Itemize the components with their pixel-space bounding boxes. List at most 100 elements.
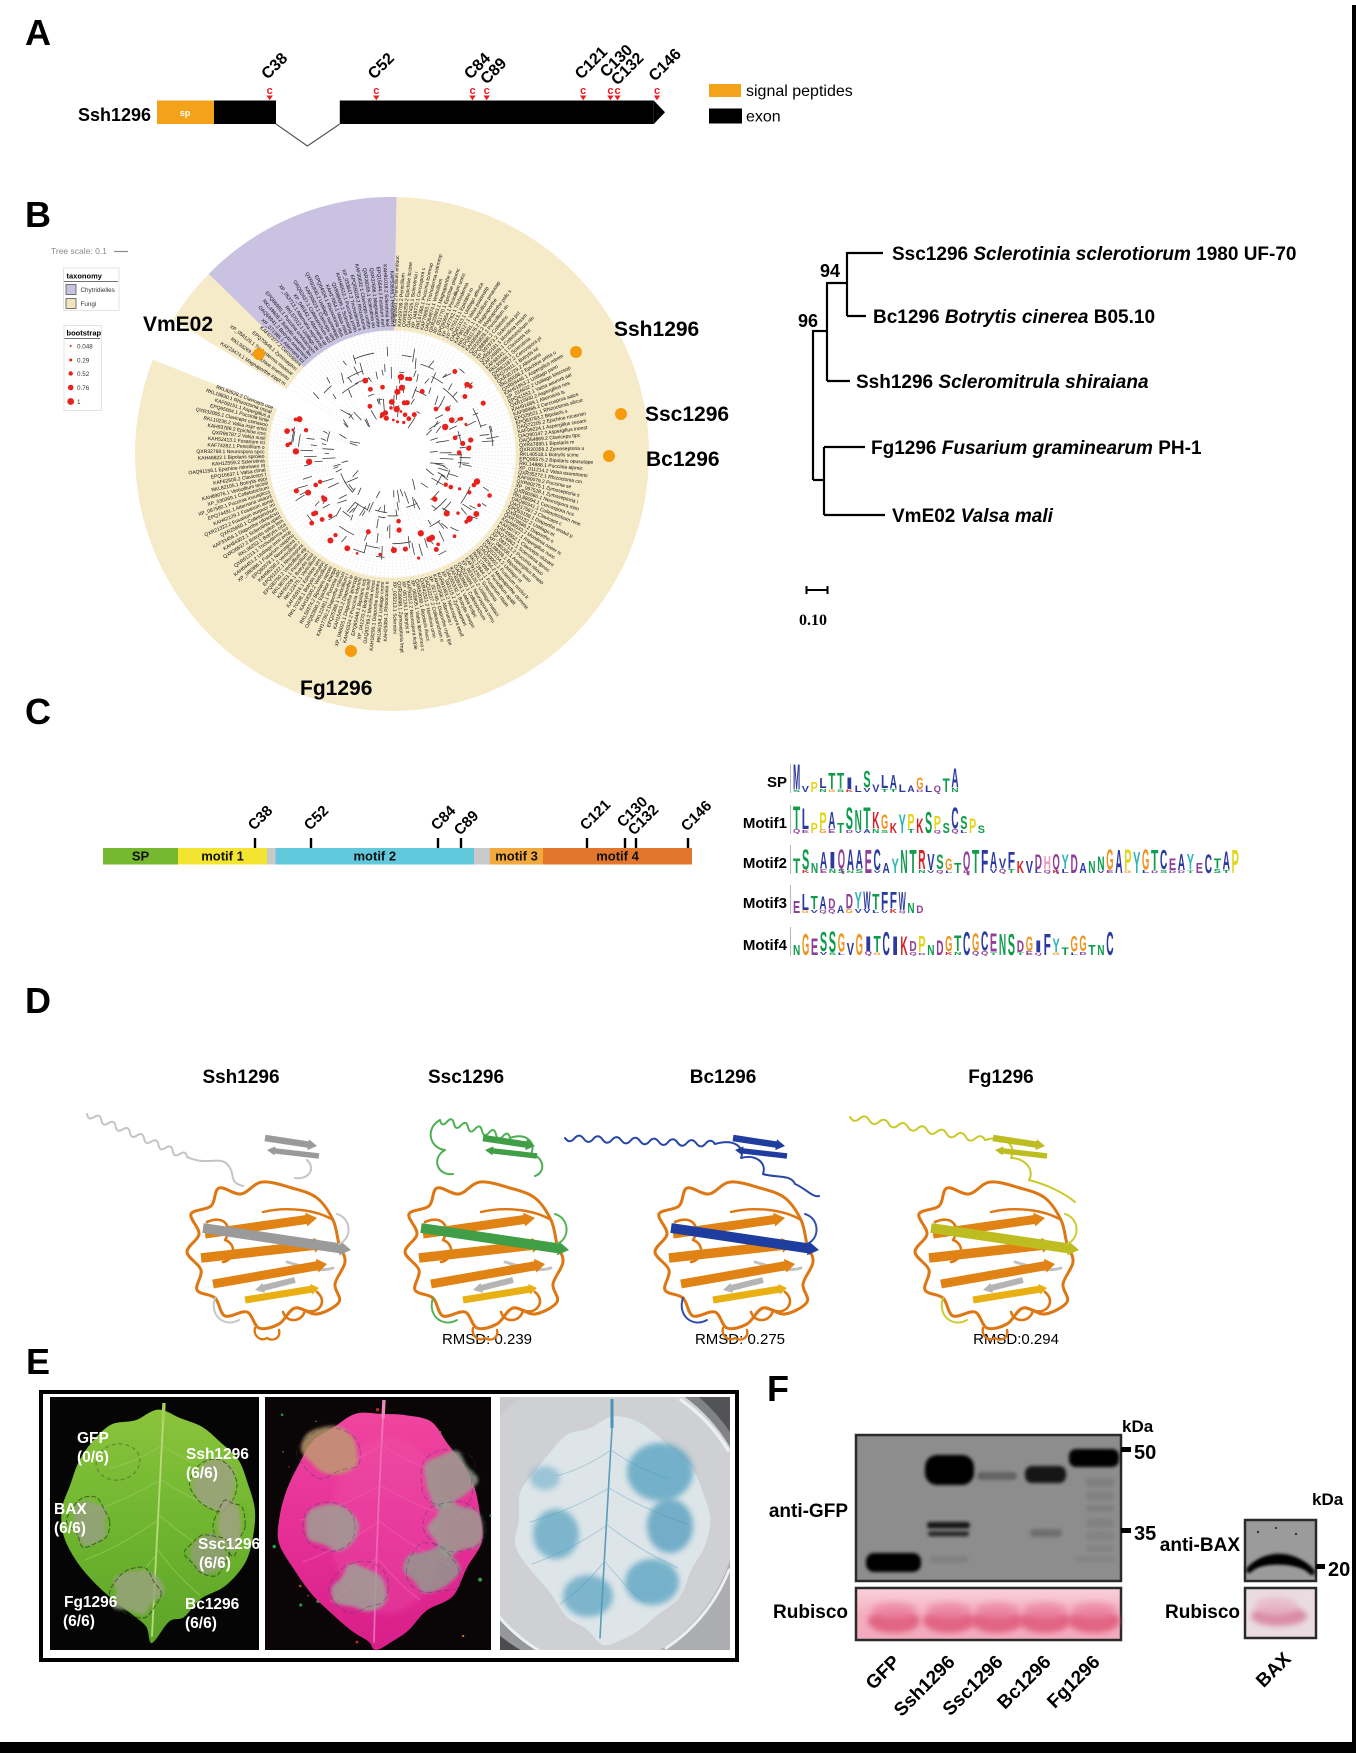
svg-text:V: V [820,951,829,956]
svg-text:L: L [945,870,952,874]
svg-text:Q: Q [838,844,845,875]
svg-text:N: N [793,943,800,959]
svg-text:0.10: 0.10 [799,612,827,629]
svg-text:Bc1296: Bc1296 [185,1596,240,1613]
svg-text:P: P [907,810,914,833]
svg-text:T: T [954,931,962,956]
svg-text:S: S [1214,869,1222,875]
svg-text:S: S [943,821,950,837]
svg-text:S: S [802,845,809,877]
svg-text:S: S [837,788,845,793]
svg-text:94: 94 [820,261,840,281]
svg-text:N: N [819,788,827,794]
svg-text:C: C [25,691,51,732]
svg-text:W: W [899,886,906,916]
svg-text:Ssc1296 Sclerotinia sclerotior: Ssc1296 Sclerotinia sclerotiorum 1980 UF… [892,244,1297,265]
svg-text:Q: Q [909,951,917,957]
svg-text:E: E [828,829,836,835]
svg-text:G: G [881,809,888,834]
svg-text:35: 35 [1134,1523,1156,1545]
svg-text:S: S [829,952,839,956]
svg-text:N: N [811,861,818,877]
svg-text:Fg1296: Fg1296 [300,677,372,700]
svg-text:T: T [907,829,915,835]
svg-text:XP_025213.1 Sclerotini: XP_025213.1 Sclerotini [391,581,397,633]
svg-text:V: V [872,783,880,795]
svg-text:Q: Q [972,951,980,957]
svg-text:T: T [1008,869,1017,875]
svg-text:Fg1296: Fg1296 [968,1067,1033,1088]
svg-text:Motif3: Motif3 [743,895,787,912]
svg-text:N: N [954,951,963,956]
svg-text:A: A [883,861,891,877]
svg-text:Ssh1296: Ssh1296 [186,1446,249,1463]
svg-text:N: N [900,844,907,881]
svg-text:D: D [936,937,943,960]
svg-text:F: F [981,844,988,881]
svg-text:G: G [1026,932,1033,956]
svg-text:A: A [819,892,826,913]
svg-text:anti-BAX: anti-BAX [1160,1535,1241,1556]
svg-text:L: L [802,803,809,836]
svg-text:D: D [963,870,972,874]
svg-text:V: V [999,857,1006,873]
svg-text:BAX: BAX [54,1501,87,1518]
svg-text:D: D [1017,937,1024,956]
svg-text:Rubisco: Rubisco [773,1602,848,1623]
svg-text:S: S [846,800,853,836]
svg-text:P: P [1232,844,1239,881]
svg-text:S: S [925,807,932,840]
svg-text:RKL14888.1 Puccinia alpmic: RKL14888.1 Puccinia alpmic [519,461,584,472]
svg-text:P: P [1124,844,1131,877]
svg-text:V: V [1097,870,1106,874]
svg-text:L: L [1035,869,1042,875]
svg-text:E: E [990,930,997,958]
svg-text:A: A [990,848,997,875]
svg-text:QXR39098.1 Zymoseptoria lmpt: QXR39098.1 Zymoseptoria lmpt [396,581,405,653]
svg-text:G: G [828,789,836,793]
svg-text:kDa: kDa [1122,1417,1154,1436]
svg-text:G: G [945,855,952,874]
svg-text:C: C [874,844,881,877]
svg-text:B: B [25,194,51,235]
svg-text:K: K [890,909,898,915]
svg-text:T: T [1088,943,1095,959]
svg-text:C: C [1106,926,1113,963]
svg-text:Ssh1296: Ssh1296 [78,105,151,125]
svg-text:KAH12559.2 Sclerotinia: KAH12559.2 Sclerotinia [212,458,266,467]
svg-text:(0/6): (0/6) [77,1449,109,1466]
svg-text:Q: Q [999,869,1006,875]
svg-text:P: P [811,821,818,837]
svg-text:P: P [969,815,976,838]
svg-text:KAH92691.2 Penicillium entluuc: KAH92691.2 Penicillium entluuc [392,255,400,327]
svg-text:F: F [1008,848,1015,875]
svg-text:T: T [1187,869,1196,874]
svg-text:P: P [918,931,925,957]
svg-text:D: D [1169,870,1177,874]
svg-text:G: G [819,829,826,835]
svg-text:N: N [907,901,914,917]
svg-text:VmE02 Valsa mali: VmE02 Valsa mali [892,506,1054,527]
svg-text:K: K [1017,857,1024,877]
svg-text:motif 3: motif 3 [495,849,538,864]
svg-text:F: F [767,1368,789,1409]
svg-text:Motif4: Motif4 [743,937,788,954]
svg-text:Fg1296 Fusarium graminearum PH: Fg1296 Fusarium graminearum PH-1 [871,438,1202,459]
svg-text:I: I [892,930,899,961]
svg-text:Motif1: Motif1 [743,815,787,832]
svg-text:G: G [945,932,952,957]
svg-text:Y: Y [1062,850,1069,874]
svg-text:Tree scale: 0.1: Tree scale: 0.1 [51,246,107,256]
svg-text:XP_057124.1 Botrytis tt: XP_057124.1 Botrytis tt [400,581,410,634]
svg-text:N: N [1097,943,1104,959]
svg-text:S: S [829,926,836,959]
svg-text:K: K [900,930,907,961]
svg-text:0.52: 0.52 [77,371,90,378]
svg-text:E: E [793,897,800,917]
svg-text:T: T [874,931,881,957]
svg-text:G: G [916,775,923,793]
svg-text:T: T [909,844,916,881]
svg-text:Q: Q [1035,952,1043,956]
svg-text:Q: Q [828,909,836,915]
svg-text:KAH25084.1 Rhizoctonia e: KAH25084.1 Rhizoctonia e [383,581,391,641]
